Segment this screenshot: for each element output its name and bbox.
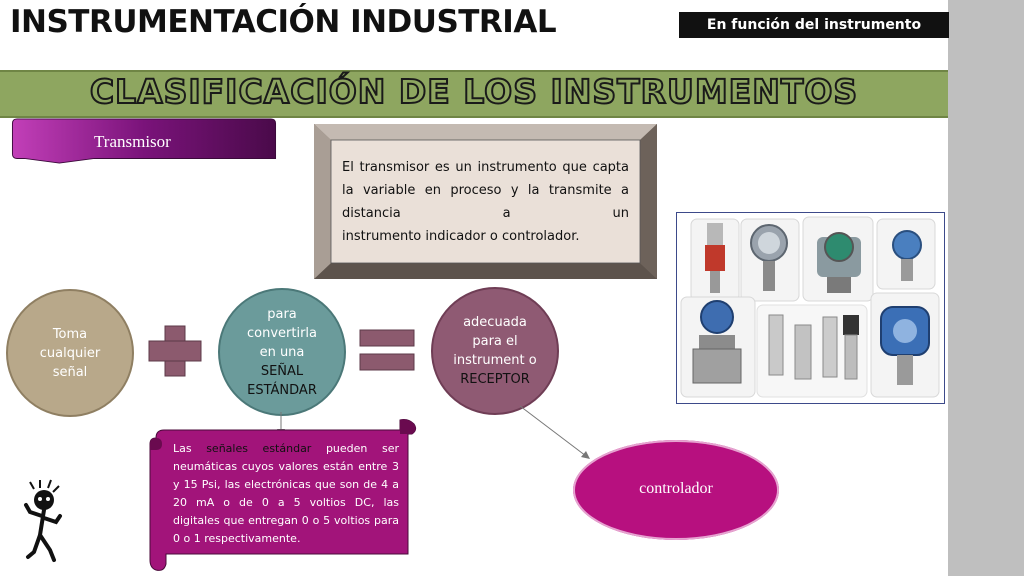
device-photo-5: [680, 296, 756, 398]
circle-receiver-text: adecuada para el instrument o: [453, 315, 537, 368]
circle-input-text: Toma cualquier señal: [39, 326, 101, 380]
definition-line-2: instrumento indicador o controlador.: [342, 229, 580, 244]
tab-label: Transmisor: [94, 132, 171, 151]
circle-input-signal: Toma cualquier señal: [6, 289, 134, 417]
transmisor-tab: [11, 118, 277, 164]
note-post: pueden ser neumáticas cuyos valores está…: [173, 442, 399, 545]
note-pre: Las: [173, 442, 192, 455]
page-title: INSTRUMENTACIÓN INDUSTRIAL: [10, 4, 557, 40]
note-scroll: [149, 419, 417, 571]
note-highlight: señales estándar: [206, 442, 312, 455]
circle-standard-text: para convertirla en una: [246, 306, 317, 360]
device-photo-6: [756, 304, 868, 398]
side-bar: [948, 0, 1024, 576]
device-photo-4: [876, 218, 936, 290]
definition-text: El transmisor es un instrumento que capt…: [342, 156, 629, 248]
device-photo-2: [740, 218, 800, 302]
definition-line-1: El transmisor es un instrumento que capt…: [342, 160, 629, 221]
banner-bar: [0, 70, 948, 118]
note-text: Las señales estándar pueden ser neumátic…: [173, 440, 399, 548]
banner-title: CLASIFICACIÓN DE LOS INSTRUMENTOS: [89, 71, 859, 112]
device-photo-7: [870, 292, 940, 398]
controller-label: controlador: [639, 480, 713, 497]
device-photo-3: [802, 216, 874, 302]
circle-standard-strong: SEÑAL ESTÁNDAR: [247, 363, 317, 398]
circle-receiver-strong: RECEPTOR: [460, 372, 530, 387]
controller-ellipse: [573, 440, 779, 540]
transmitter-photo: [676, 212, 945, 404]
device-photo-1: [690, 218, 740, 302]
circle-receiver: adecuada para el instrument o RECEPTOR: [431, 287, 559, 415]
definition-frame: [314, 124, 657, 279]
section-tag: En función del instrumento: [679, 12, 949, 38]
circle-standard-signal: para convertirla en una SEÑAL ESTÁNDAR: [218, 288, 346, 416]
